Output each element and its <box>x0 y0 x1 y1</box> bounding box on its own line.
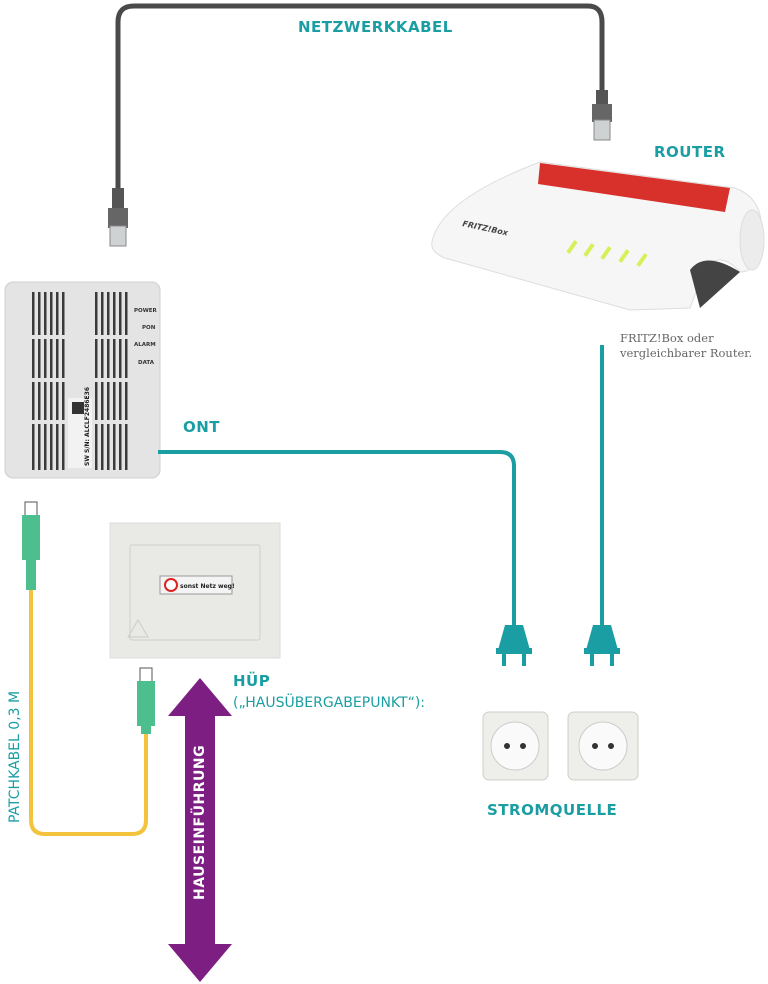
ont-serial: SW S/N: ALCLF2486E36 <box>84 387 91 466</box>
power-plug-router <box>584 625 620 666</box>
router-image: FRITZ!Box <box>431 161 765 311</box>
fiber-connector-huep <box>137 667 155 734</box>
house-entry-arrow <box>168 678 232 982</box>
rj45-connector-left <box>108 188 128 247</box>
ont-led-pon: PON <box>142 325 156 331</box>
router-caption: FRITZ!Box oder vergleichbarer Router. <box>620 331 752 361</box>
router-caption-line-1: FRITZ!Box oder <box>620 331 714 345</box>
fiber-connector-ont <box>22 501 40 590</box>
patch-cable <box>29 585 148 836</box>
patch-cable-label: PATCHKABEL 0,3 M <box>7 690 23 823</box>
huep-label: HÜP <box>233 672 271 690</box>
power-outlet-1 <box>482 711 549 781</box>
ont-led-power: POWER <box>134 308 158 314</box>
power-outlet-2 <box>567 711 639 781</box>
network-cable-label: NETZWERKKABEL <box>298 18 453 36</box>
rj45-connector-right <box>592 90 612 141</box>
huep-sticker: sonst Netz weg! <box>180 583 235 590</box>
router-caption-line-2: vergleichbarer Router. <box>620 346 753 360</box>
ont-led-alarm: ALARM <box>134 342 156 348</box>
house-entry-label: HAUSEINFÜHRUNG <box>192 744 208 900</box>
ont-power-cable <box>158 450 516 640</box>
network-cable <box>115 3 605 195</box>
huep-full-label: („HAUSÜBERGABEPUNKT“): <box>233 695 425 711</box>
power-plug-ont <box>496 625 532 666</box>
router-label: ROUTER <box>654 143 726 161</box>
ont-led-data: DATA <box>138 360 155 366</box>
power-source-label: STROMQUELLE <box>487 801 618 819</box>
ont-image: SW S/N: ALCLF2486E36 POWER PON ALARM DAT… <box>4 281 161 479</box>
ont-label: ONT <box>183 418 221 436</box>
huep-image: sonst Netz weg! <box>109 522 281 659</box>
